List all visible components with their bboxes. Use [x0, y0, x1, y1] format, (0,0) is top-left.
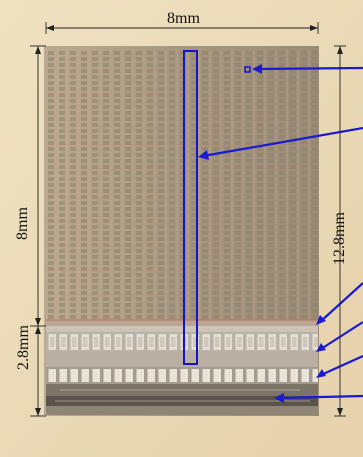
- dimension-label-lower-height: 2.8mm: [15, 325, 32, 370]
- dimension-label-total-height: 12.8mm: [331, 212, 348, 265]
- dimension-label-upper-height: 8mm: [14, 207, 31, 240]
- dimension-label-width: 8mm: [167, 10, 200, 27]
